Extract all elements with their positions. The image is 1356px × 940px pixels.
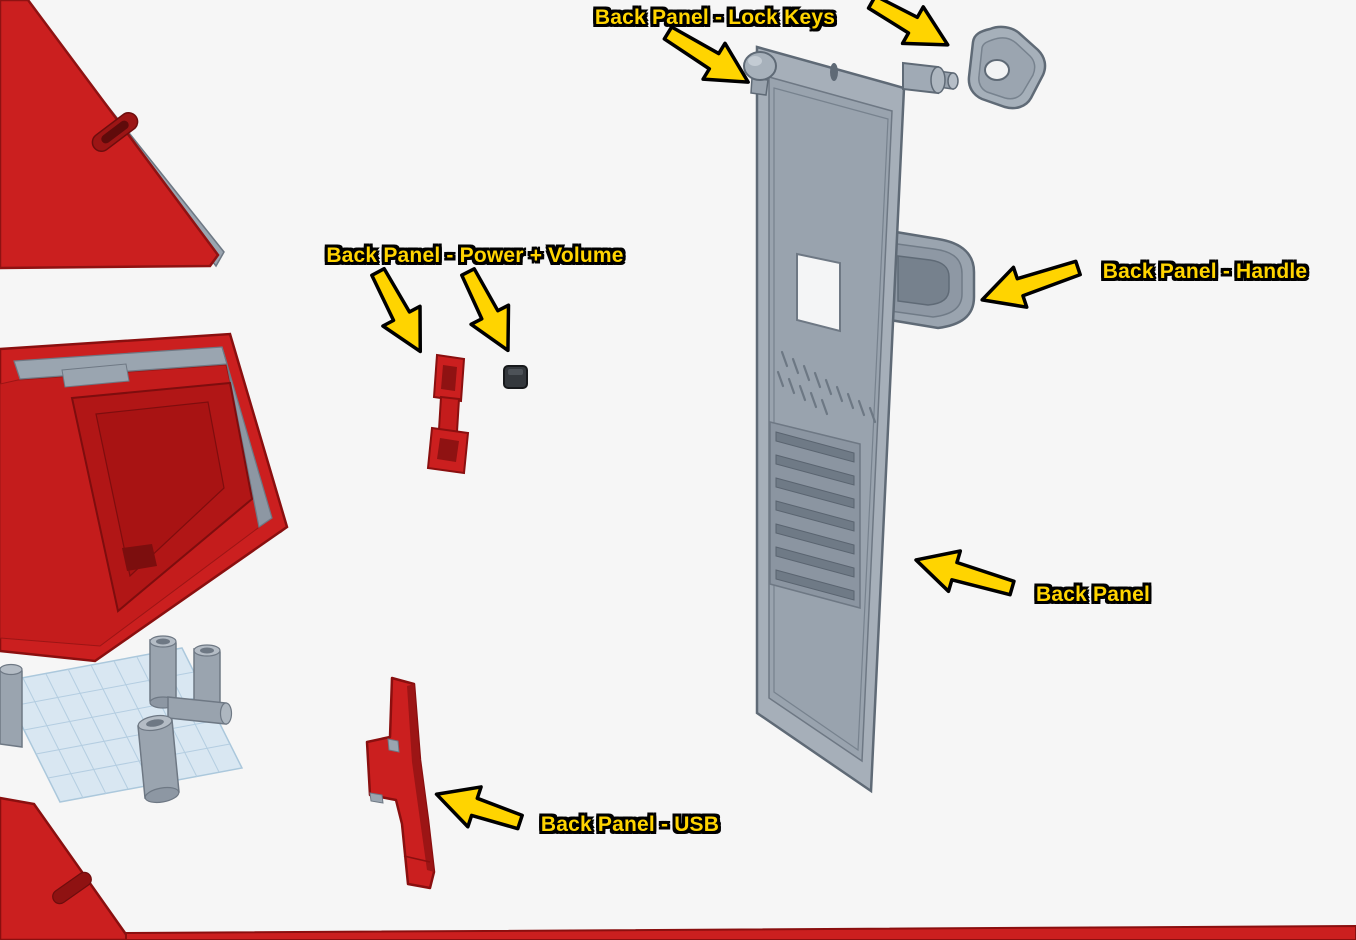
arrow-back-panel [914, 549, 1016, 597]
lock-pin-part[interactable] [743, 51, 777, 96]
arrow-lock-key [866, 0, 950, 47]
annotation-lock-keys: Back Panel - Lock Keys [594, 6, 836, 29]
standoff-posts-part[interactable] [0, 635, 233, 805]
case-body-part[interactable] [0, 332, 289, 663]
embossed-text-marks [776, 350, 877, 424]
annotation-usb: Back Panel - USB [540, 813, 720, 836]
arrow-lock-pin [662, 25, 750, 84]
corner-panel-part[interactable] [0, 0, 225, 270]
power-button-part[interactable] [503, 365, 528, 389]
power-volume-part[interactable] [426, 353, 470, 475]
usb-part[interactable] [365, 676, 436, 890]
arrow-handle [980, 259, 1082, 309]
lock-key-part[interactable] [967, 25, 1047, 110]
arrow-power-volume-right [460, 267, 511, 353]
lock-pin-right-part[interactable] [902, 61, 959, 95]
arrow-usb [434, 785, 524, 831]
bottom-edge-part[interactable] [125, 924, 1356, 940]
annotation-handle: Back Panel - Handle [1102, 260, 1308, 283]
bottom-left-panel-part[interactable] [0, 796, 132, 940]
handle-part[interactable] [888, 229, 976, 330]
callout-arrows [370, 0, 1082, 831]
back-panel-part[interactable] [755, 45, 906, 794]
annotation-power-volume: Back Panel - Power + Volume [326, 244, 624, 267]
annotation-back-panel: Back Panel [1035, 583, 1151, 606]
arrow-power-volume-left [370, 266, 423, 354]
